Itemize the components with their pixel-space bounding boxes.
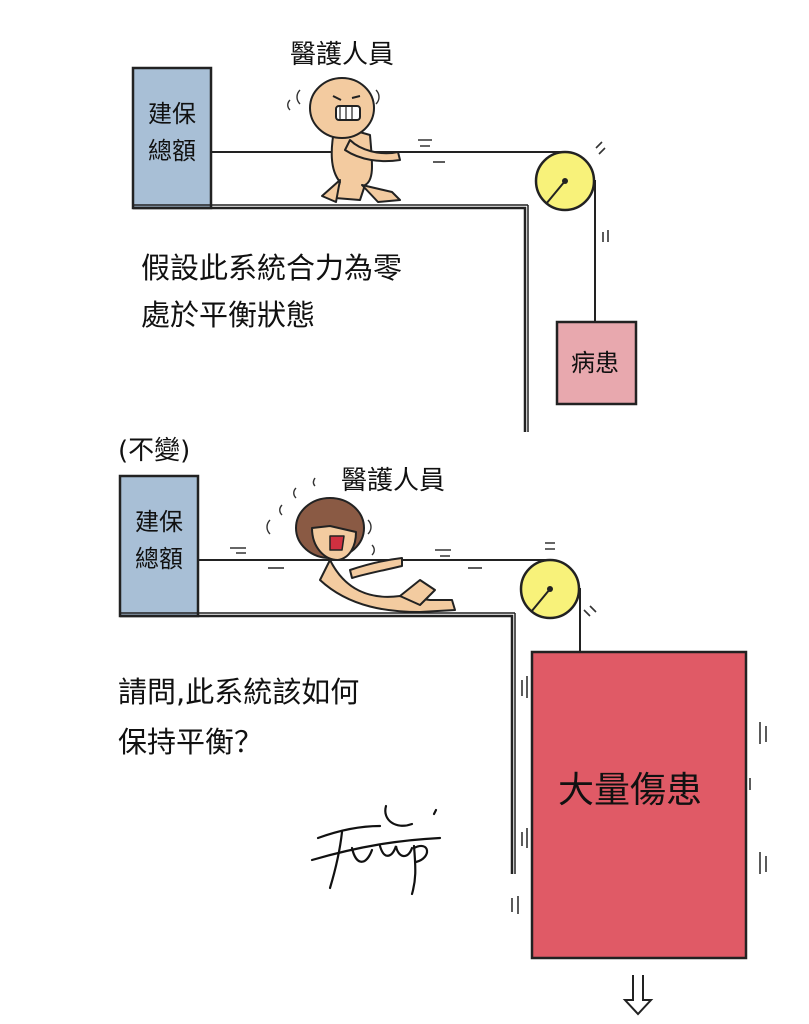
- worker-label-bottom: 醫護人員: [341, 466, 446, 496]
- caption-top-line2: 處於平衡狀態: [141, 298, 316, 332]
- signature-icon: [310, 804, 442, 896]
- budget-box-label-bottom: 建保 總額: [135, 508, 183, 574]
- worker-label-top: 醫護人員: [290, 40, 395, 70]
- worker-figure-bottom: [295, 497, 456, 613]
- caption-top-line1: 假設此系統合力為零: [141, 251, 403, 285]
- caption-bottom-line2: 保持平衡？: [118, 725, 264, 759]
- budget-box-label-top: 建保 總額: [148, 100, 196, 166]
- table-top: [133, 206, 527, 432]
- table-bottom: [120, 614, 514, 874]
- budget-box-bottom: [118, 474, 200, 618]
- caption-bottom-line1: 請問,此系統該如何: [118, 675, 360, 709]
- patient-label-top: 病患: [571, 349, 619, 377]
- mass-casualty-label: 大量傷患: [558, 770, 703, 811]
- mass-casualty-box: [530, 650, 748, 960]
- worker-figure-top: [309, 77, 401, 203]
- down-arrow-icon: [622, 975, 654, 1016]
- unchanged-note: (不變): [118, 436, 191, 466]
- patient-box-top: [555, 320, 638, 406]
- budget-box-top: [131, 66, 213, 210]
